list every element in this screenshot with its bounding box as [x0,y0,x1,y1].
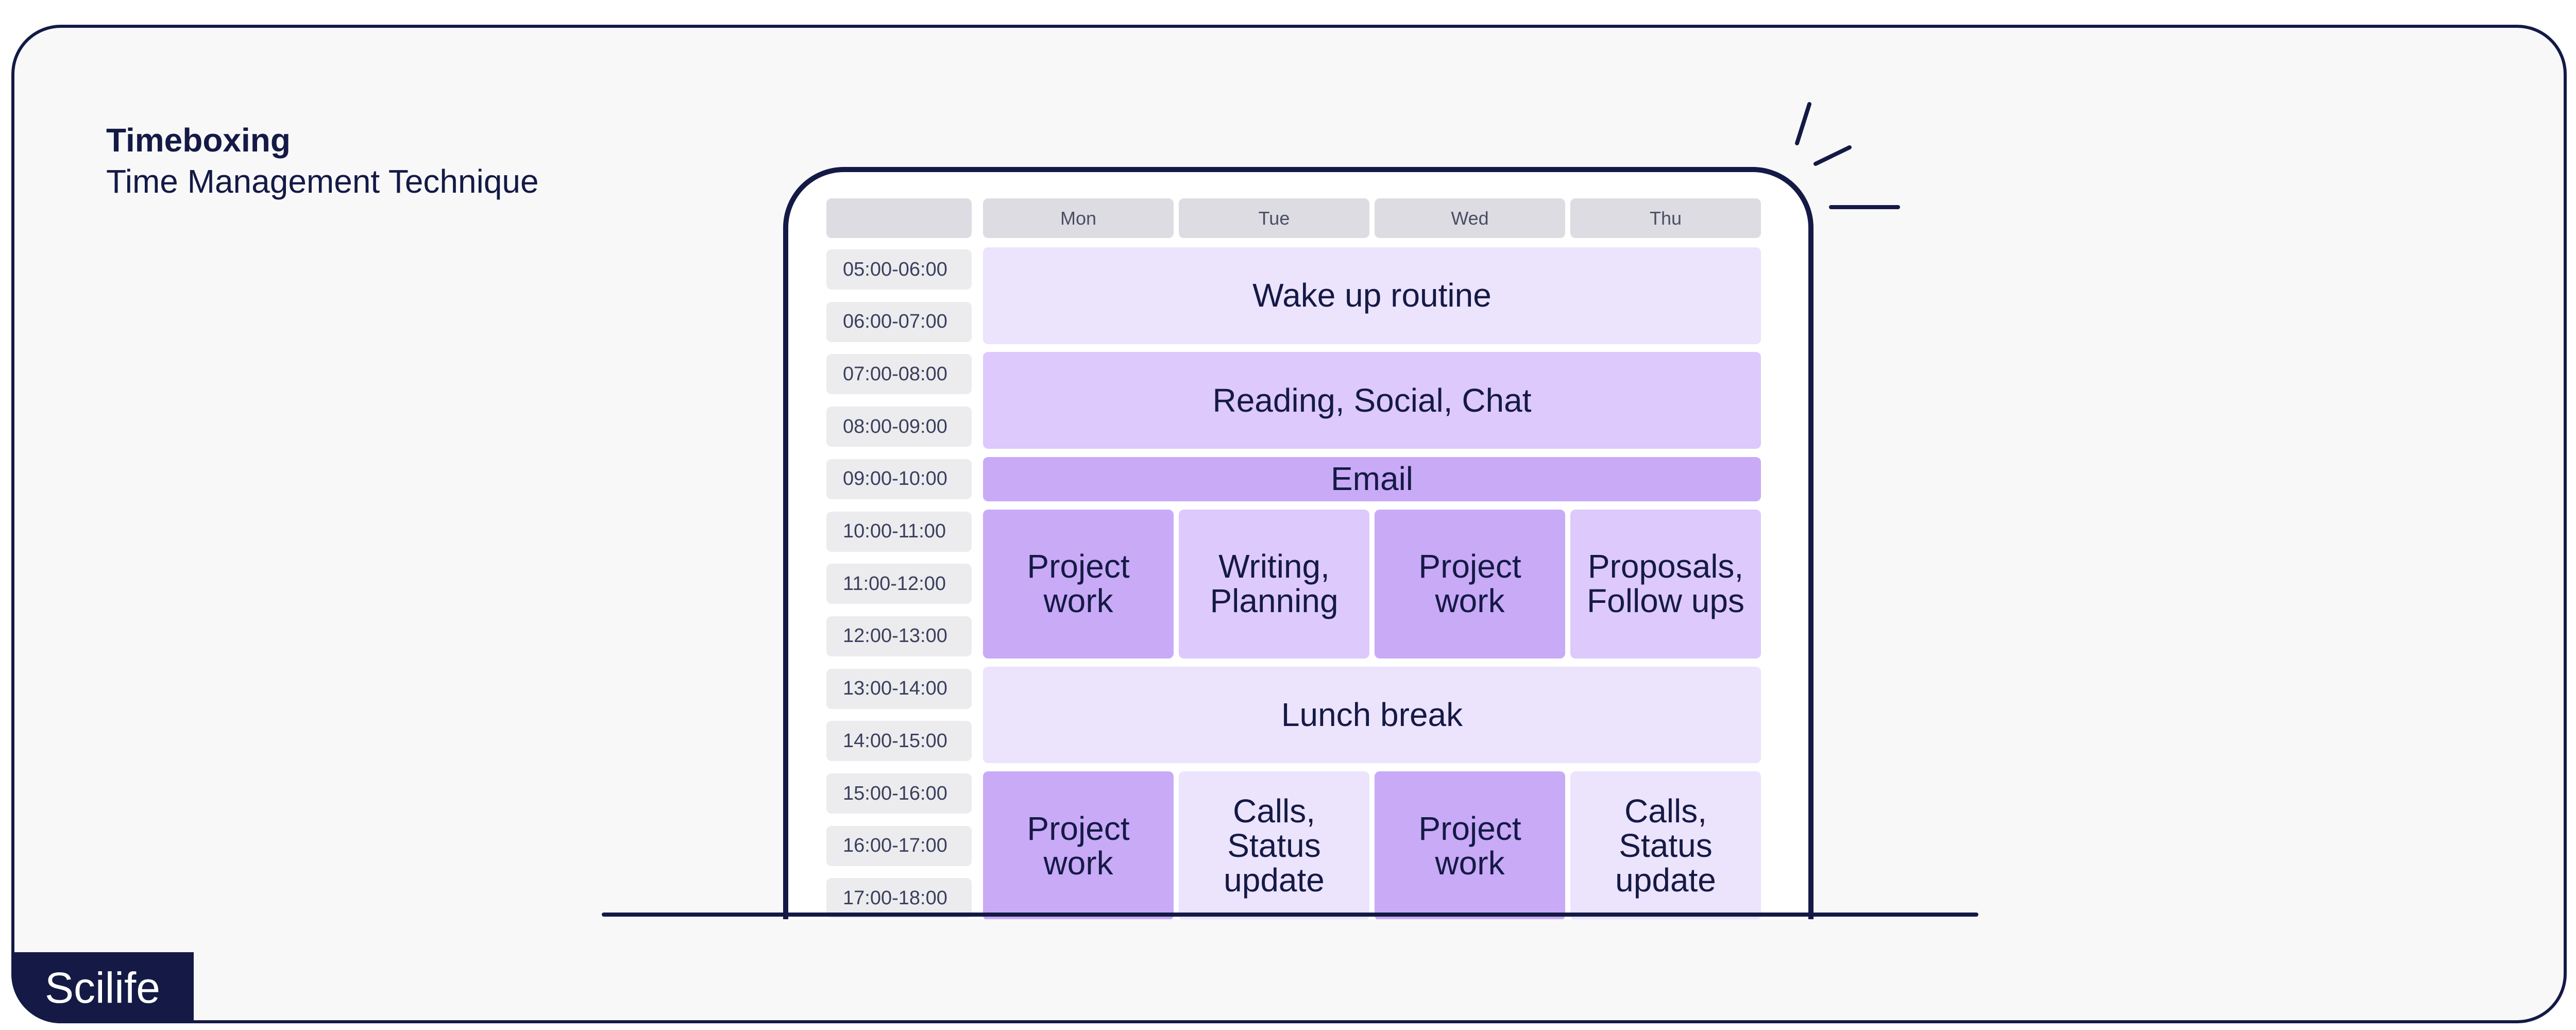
sparkle-icon [1795,102,1900,209]
time-slot-label: 13:00-14:00 [826,668,972,709]
timebox-block: Lunch break [983,666,1761,764]
timebox-block: Proposals, Follow ups [1570,509,1761,658]
time-slot-label: 06:00-07:00 [826,301,972,342]
time-slot-label: 14:00-15:00 [826,721,972,762]
time-slot-label: 12:00-13:00 [826,616,972,656]
timebox-block: Wake up routine [983,247,1761,344]
page-title: Timeboxing [106,122,291,159]
timebox-block: Email [983,457,1761,501]
scilife-logo: Scilife [11,952,194,1023]
time-slot-label: 11:00-12:00 [826,564,972,604]
timebox-block: Calls, Status update [1570,771,1761,919]
day-header-wed: Wed [1375,198,1565,238]
page-subtitle: Time Management Technique [106,163,539,200]
time-slot-label: 05:00-06:00 [826,249,972,290]
timebox-block: Project work [983,771,1174,919]
time-slot-label: 17:00-18:00 [826,878,972,919]
corner-header [826,198,972,238]
day-header-mon: Mon [983,198,1174,238]
day-header-thu: Thu [1570,198,1761,238]
timebox-block: Calls, Status update [1179,771,1369,919]
time-slot-label: 09:00-10:00 [826,459,972,499]
timebox-block: Project work [1375,771,1565,919]
time-slot-label: 16:00-17:00 [826,825,972,866]
timebox-block: Reading, Social, Chat [983,352,1761,449]
time-slot-label: 15:00-16:00 [826,773,972,814]
day-header-tue: Tue [1179,198,1369,238]
timebox-block: Project work [983,509,1174,658]
time-slot-label: 07:00-08:00 [826,354,972,395]
timebox-block: Writing, Planning [1179,509,1369,658]
time-slot-label: 10:00-11:00 [826,511,972,552]
timebox-block: Project work [1375,509,1565,658]
device-base-line [602,913,1978,917]
time-slot-label: 08:00-09:00 [826,407,972,447]
